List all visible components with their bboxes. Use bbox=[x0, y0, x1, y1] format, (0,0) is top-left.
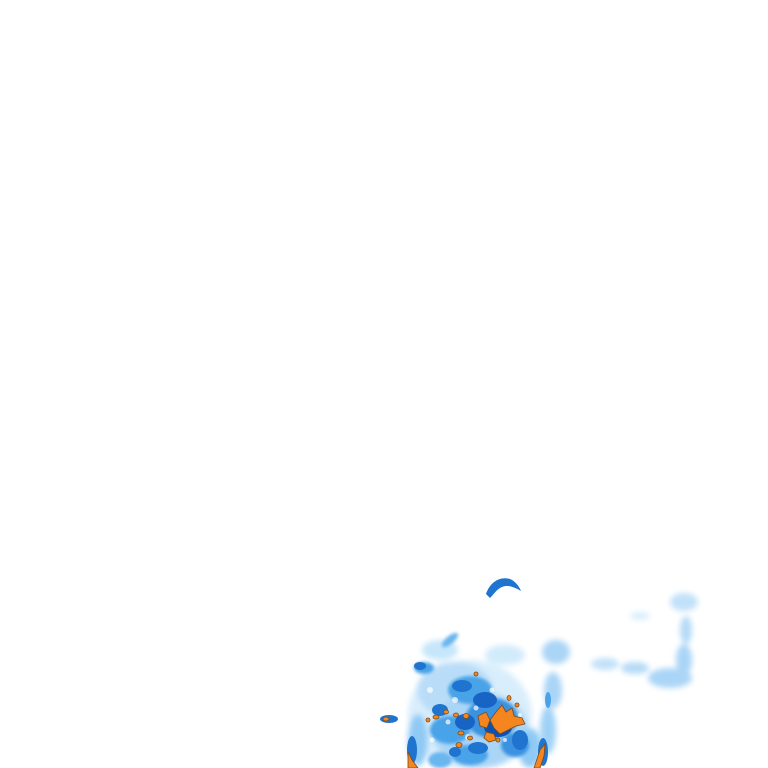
density-blob bbox=[630, 612, 650, 620]
speckle bbox=[445, 719, 451, 725]
peak-blob bbox=[382, 716, 390, 722]
density-blob bbox=[680, 616, 692, 644]
speckle bbox=[452, 697, 458, 703]
speckle bbox=[489, 687, 495, 693]
density-blob bbox=[621, 662, 649, 674]
peak-blob-edge-right bbox=[533, 742, 546, 768]
peak-blob bbox=[477, 711, 491, 729]
speckle bbox=[503, 738, 507, 742]
speckle bbox=[518, 713, 522, 717]
peak-blob bbox=[495, 737, 501, 743]
peak-blob bbox=[432, 714, 440, 720]
peak-blob bbox=[514, 702, 520, 708]
density-blob bbox=[545, 692, 551, 708]
density-blob bbox=[512, 730, 528, 750]
density-blob bbox=[676, 644, 692, 676]
peak-blob bbox=[467, 735, 473, 741]
density-blob bbox=[428, 752, 452, 768]
density-blob bbox=[441, 632, 459, 648]
density-blob bbox=[468, 742, 488, 754]
density-blob bbox=[473, 692, 497, 708]
peak-blob bbox=[443, 709, 449, 715]
density-layer-light bbox=[540, 593, 698, 754]
density-blob bbox=[648, 668, 692, 688]
peak-blob bbox=[455, 742, 463, 748]
density-blob bbox=[452, 680, 472, 692]
peak-blob bbox=[462, 713, 470, 719]
density-blob bbox=[414, 662, 426, 670]
peak-blob bbox=[425, 717, 431, 723]
density-layer-peak bbox=[382, 671, 546, 768]
density-blob bbox=[591, 658, 619, 670]
density-blob bbox=[542, 640, 570, 664]
density-blob bbox=[670, 593, 698, 611]
peak-blob bbox=[457, 730, 465, 736]
peak-blob bbox=[506, 695, 512, 701]
density-blob-top-arc bbox=[486, 578, 521, 598]
speckle bbox=[429, 737, 435, 743]
density-blob bbox=[449, 747, 461, 757]
density-blob bbox=[455, 714, 475, 730]
density-speckles bbox=[427, 687, 522, 743]
speckle bbox=[473, 705, 479, 711]
peak-blob-edge-left bbox=[407, 751, 419, 768]
peak-blob-main bbox=[489, 704, 526, 735]
peak-blob bbox=[483, 731, 497, 743]
peak-blob bbox=[453, 712, 459, 718]
peak-blob bbox=[473, 671, 479, 677]
density-blob bbox=[485, 645, 525, 665]
speckle bbox=[427, 687, 433, 693]
